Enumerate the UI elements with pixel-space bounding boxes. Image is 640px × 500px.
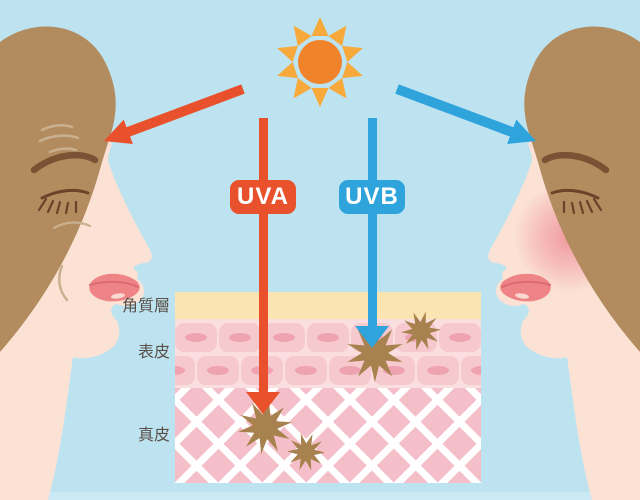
uvb-badge: UVB — [339, 180, 405, 214]
uvb-arrow-shaft — [367, 118, 377, 326]
under-eye-wrinkle — [52, 221, 92, 230]
bottom-border — [0, 492, 640, 500]
closed-eye-lashes — [550, 188, 603, 215]
uva-arrow-shaft — [258, 118, 268, 392]
cell-nucleus — [449, 333, 471, 342]
lips — [500, 273, 551, 302]
skin-cell — [417, 356, 459, 385]
skin-cell — [175, 323, 217, 352]
cell-nucleus — [427, 366, 449, 375]
label-stratum-corneum: 角質層 — [121, 298, 170, 315]
cell-nucleus — [207, 366, 229, 375]
cell-nucleus — [229, 333, 251, 342]
cell-nucleus — [383, 366, 405, 375]
stratum-corneum-layer — [175, 292, 481, 319]
uva-arrow-head-icon — [246, 392, 280, 414]
epidermis-layer — [175, 319, 481, 388]
epidermis-cells — [175, 323, 481, 385]
cell-nucleus — [317, 333, 339, 342]
nasolabial-fold — [58, 264, 69, 302]
skin-cell — [439, 323, 481, 352]
forehead-wrinkles-icon — [38, 124, 80, 154]
dermis-layer — [175, 388, 481, 483]
cell-nucleus — [471, 366, 481, 375]
sun-icon — [277, 17, 363, 107]
skin-cell — [329, 356, 371, 385]
eyebrow — [30, 152, 99, 174]
skin-cell — [461, 356, 481, 385]
skin-cell — [175, 356, 195, 385]
skin-cell — [373, 356, 415, 385]
cell-nucleus — [273, 333, 295, 342]
right-face — [488, 26, 640, 500]
label-epidermis: 表皮 — [137, 344, 170, 361]
uva-to-face-arrow-icon — [104, 84, 245, 144]
cheek-sunburn — [514, 181, 626, 293]
uvb-to-face-arrow-icon — [395, 84, 536, 144]
skin-cell — [219, 323, 261, 352]
hair — [524, 26, 640, 352]
cell-nucleus — [405, 333, 427, 342]
eyebrow — [541, 152, 610, 174]
closed-eye-lashes — [37, 188, 90, 215]
skin-cell — [395, 323, 437, 352]
uvb-arrow-head-icon — [355, 326, 389, 348]
label-dermis: 真皮 — [137, 427, 170, 444]
face-skin — [488, 102, 640, 500]
cell-nucleus — [295, 366, 317, 375]
cell-nucleus — [339, 366, 361, 375]
cell-nucleus — [175, 366, 185, 375]
skin-cell — [307, 323, 349, 352]
skin-cell — [197, 356, 239, 385]
uva-badge: UVA — [230, 180, 296, 214]
skin-cell — [263, 323, 305, 352]
skin-cell — [285, 356, 327, 385]
cell-nucleus — [185, 333, 207, 342]
skin-cross-section — [175, 292, 481, 483]
forehead-sunburn — [540, 92, 616, 168]
